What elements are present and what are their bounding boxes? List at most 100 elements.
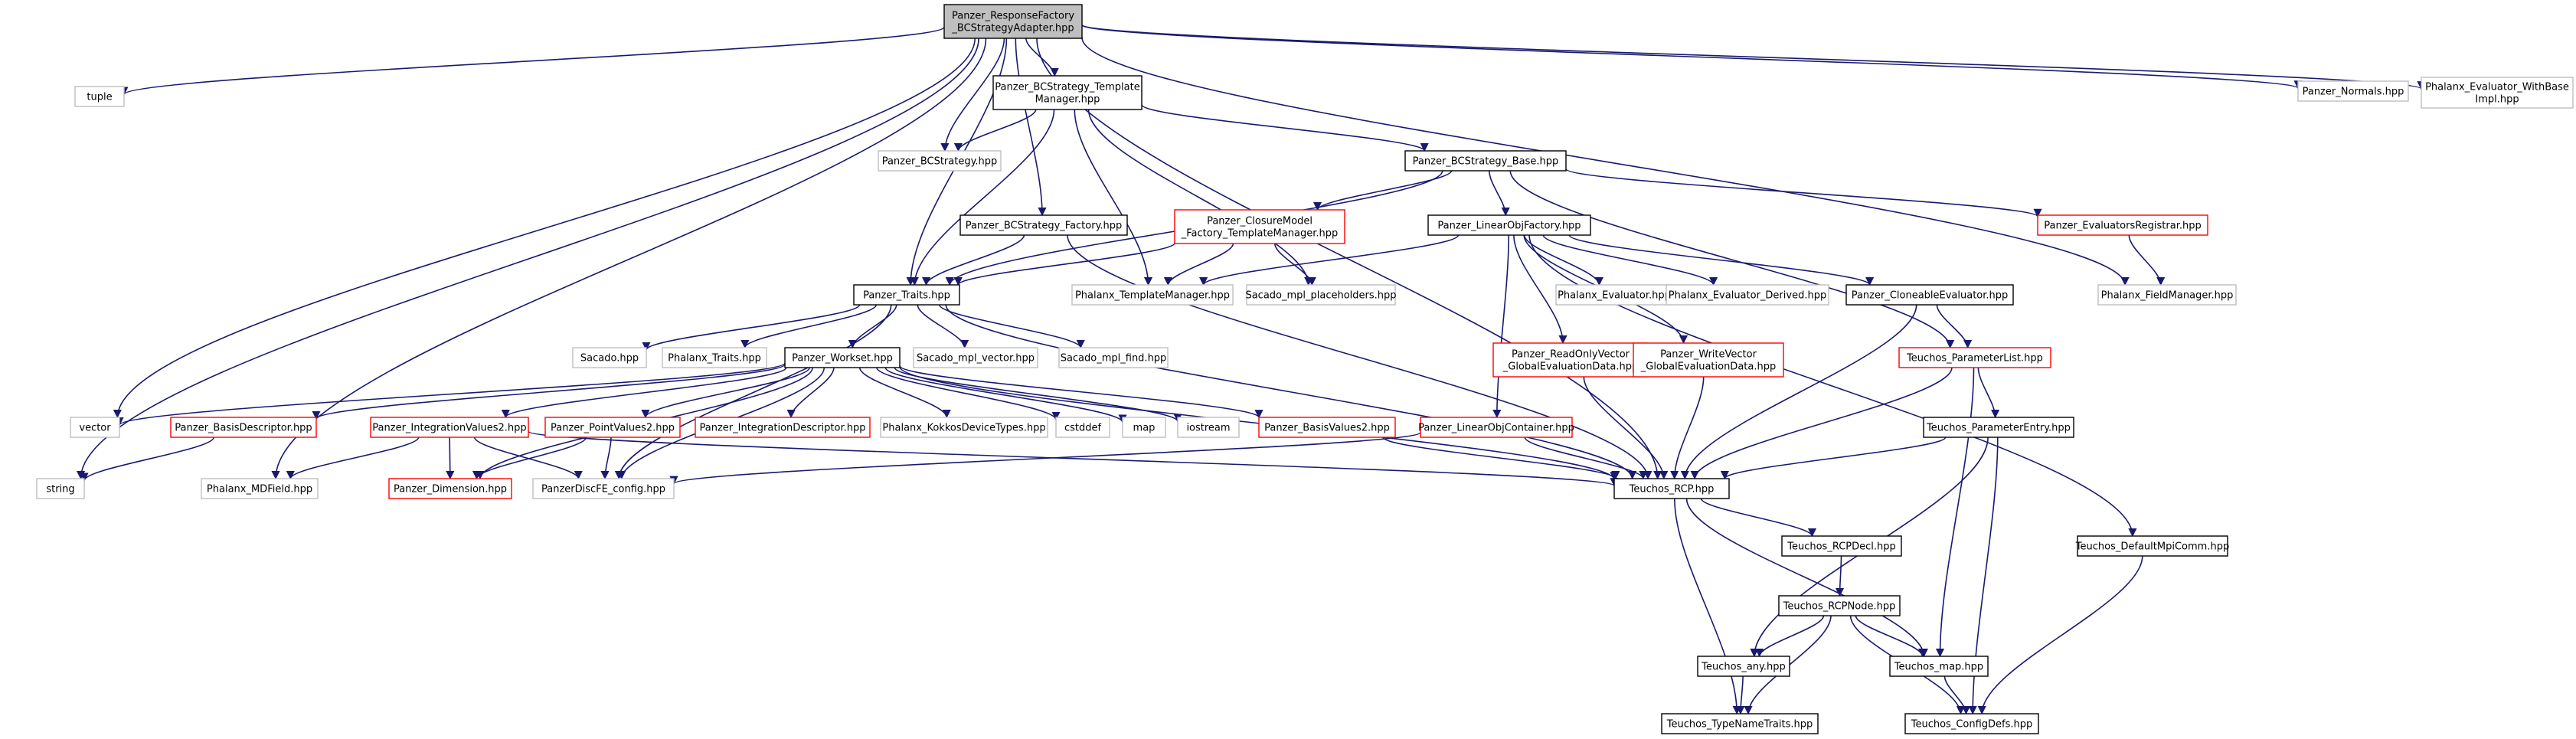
node-lof[interactable]: Panzer_LinearObjFactory.hpp [1427, 214, 1591, 236]
node-intval[interactable]: Panzer_IntegrationValues2.hpp [370, 417, 529, 438]
node-label: Phalanx_Traits.hpp [668, 353, 761, 365]
node-any[interactable]: Teuchos_any.hpp [1697, 656, 1790, 677]
node-dimension[interactable]: Panzer_Dimension.hpp [388, 478, 512, 499]
edge-worksetn-to-ptval [641, 367, 810, 419]
node-box [370, 417, 529, 438]
node-mpicomm[interactable]: Teuchos_DefaultMpiComm.hpp [2075, 535, 2229, 557]
edge-rcp-to-rcpdecl [1700, 498, 1817, 538]
node-label: _GlobalEvaluationData.hpp [1502, 361, 1638, 373]
edge-tmap-to-configdefs [1943, 675, 1971, 715]
node-box [880, 417, 1048, 438]
node-normals[interactable]: Panzer_Normals.hpp [2297, 80, 2409, 102]
edge-intval-to-rcp [528, 430, 1618, 487]
node-iostream[interactable]: iostream [1177, 417, 1240, 438]
node-label: iostream [1186, 423, 1230, 434]
node-label: Teuchos_ParameterList.hpp [1906, 353, 2043, 365]
edge-bcsbase-to-closure [1313, 170, 1453, 211]
node-rovec[interactable]: Panzer_ReadOnlyVector_GlobalEvaluationDa… [1492, 342, 1649, 378]
node-loc[interactable]: Panzer_LinearObjContainer.hpp [1418, 417, 1574, 438]
node-configdefs[interactable]: Teuchos_ConfigDefs.hpp [1904, 713, 2039, 734]
node-basisval[interactable]: Panzer_BasisValues2.hpp [1258, 417, 1396, 438]
node-box [36, 478, 85, 499]
edge-root-to-fieldmgr [1081, 38, 2130, 286]
node-config[interactable]: PanzerDiscFE_config.hpp [532, 478, 675, 499]
node-box [1258, 417, 1396, 438]
node-traits[interactable]: Panzer_Traits.hpp [853, 284, 960, 306]
node-box [532, 478, 675, 499]
node-box [1666, 284, 1829, 306]
edge-worksetn-to-intval [501, 367, 787, 419]
node-label: Panzer_BasisDescriptor.hpp [175, 423, 312, 434]
node-map[interactable]: map [1122, 417, 1166, 438]
node-mdfield[interactable]: Phalanx_MDField.hpp [201, 478, 319, 499]
node-pentry[interactable]: Teuchos_ParameterEntry.hpp [1923, 417, 2074, 438]
node-label: Panzer_BCStrategy_Base.hpp [1413, 156, 1559, 168]
node-label: Phalanx_Evaluator.hpp [1558, 290, 1671, 302]
node-label: Panzer_IntegrationValues2.hpp [372, 423, 526, 434]
node-rcpnode[interactable]: Teuchos_RCPNode.hpp [1778, 595, 1901, 616]
node-box [2097, 284, 2237, 306]
edge-intval-to-config [473, 437, 583, 480]
edge-root-to-evalwithbase [1081, 24, 2425, 90]
node-rcp[interactable]: Teuchos_RCP.hpp [1613, 478, 1730, 499]
node-bcstm[interactable]: Panzer_BCStrategy_TemplateManager.hpp [992, 75, 1143, 110]
node-closure[interactable]: Panzer_ClosureModel_Factory_TemplateMana… [1174, 209, 1345, 244]
node-label: Panzer_ClosureModel [1207, 216, 1313, 227]
node-cstddef[interactable]: cstddef [1055, 417, 1110, 438]
node-label: Teuchos_DefaultMpiComm.hpp [2075, 541, 2229, 553]
edge-closure-to-phxtm [1163, 243, 1234, 286]
node-vector[interactable]: vector [70, 417, 120, 438]
node-box [201, 478, 319, 499]
edge-loc-to-rcp [1524, 437, 1648, 480]
node-evalreg[interactable]: Panzer_EvaluatorsRegistrar.hpp [2037, 214, 2208, 236]
node-bcstrategy[interactable]: Panzer_BCStrategy.hpp [878, 150, 1002, 172]
edge-worksetn-to-rcp [899, 366, 1619, 481]
node-wvec[interactable]: Panzer_WriteVector_GlobalEvaluationData.… [1633, 342, 1784, 378]
node-typename[interactable]: Teuchos_TypeNameTraits.hpp [1661, 713, 1819, 734]
node-label: Sacado_mpl_vector.hpp [917, 353, 1035, 365]
node-bcsfactory[interactable]: Panzer_BCStrategy_Factory.hpp [959, 214, 1128, 236]
node-sacph[interactable]: Sacado_mpl_placeholders.hpp [1245, 284, 1397, 306]
edge-plist-to-rcp [1690, 367, 1953, 480]
node-box [2297, 80, 2409, 102]
node-box [695, 417, 871, 438]
node-phxeval[interactable]: Phalanx_Evaluator.hpp [1555, 284, 1673, 306]
node-label: Panzer_Traits.hpp [863, 290, 950, 302]
node-rcpdecl[interactable]: Teuchos_RCPDecl.hpp [1781, 535, 1902, 557]
node-intdesc[interactable]: Panzer_IntegrationDescriptor.hpp [695, 417, 871, 438]
node-sacfind[interactable]: Sacado_mpl_find.hpp [1058, 347, 1169, 368]
node-box [1555, 284, 1673, 306]
node-kokkos[interactable]: Phalanx_KokkosDeviceTypes.hpp [880, 417, 1048, 438]
node-cloneable[interactable]: Panzer_CloneableEvaluator.hpp [1845, 284, 2014, 306]
node-worksetn[interactable]: Panzer_Workset.hpp [784, 347, 901, 368]
node-string[interactable]: string [36, 478, 85, 499]
edge-root-to-mdfield [271, 38, 987, 480]
node-label: Teuchos_RCPNode.hpp [1783, 601, 1896, 613]
node-tmap[interactable]: Teuchos_map.hpp [1889, 656, 1989, 677]
node-sacvec[interactable]: Sacado_mpl_vector.hpp [913, 347, 1038, 368]
node-fieldmgr[interactable]: Phalanx_FieldManager.hpp [2097, 284, 2237, 306]
node-label: map [1133, 423, 1156, 434]
node-tuple[interactable]: tuple [74, 86, 125, 107]
node-bcsbase[interactable]: Panzer_BCStrategy_Base.hpp [1404, 150, 1567, 172]
edge-evalreg-to-fieldmgr [2128, 234, 2166, 286]
node-label: Panzer_LinearObjContainer.hpp [1418, 423, 1574, 434]
edge-lof-to-loc [1492, 234, 1509, 419]
node-label: Panzer_BCStrategy_Template [995, 82, 1139, 93]
node-basisdesc[interactable]: Panzer_BasisDescriptor.hpp [170, 417, 317, 438]
node-phxtm[interactable]: Phalanx_TemplateManager.hpp [1071, 284, 1234, 306]
node-sacado[interactable]: Sacado.hpp [572, 347, 647, 368]
node-label: Panzer_IntegrationDescriptor.hpp [700, 423, 866, 434]
edge-bcsfactory-to-rcp [1067, 234, 1652, 480]
node-phxevald[interactable]: Phalanx_Evaluator_Derived.hpp [1666, 284, 1829, 306]
node-box [1613, 478, 1730, 499]
edge-traits-to-sacvec [917, 304, 969, 349]
node-phxtraits[interactable]: Phalanx_Traits.hpp [662, 347, 767, 368]
edge-worksetn-to-kokkos [858, 367, 951, 419]
edge-traits-to-rcp [945, 304, 1637, 480]
node-ptval[interactable]: Panzer_PointValues2.hpp [544, 417, 681, 438]
node-plist[interactable]: Teuchos_ParameterList.hpp [1898, 347, 2051, 368]
node-box [2421, 77, 2574, 109]
node-box [2077, 535, 2228, 557]
